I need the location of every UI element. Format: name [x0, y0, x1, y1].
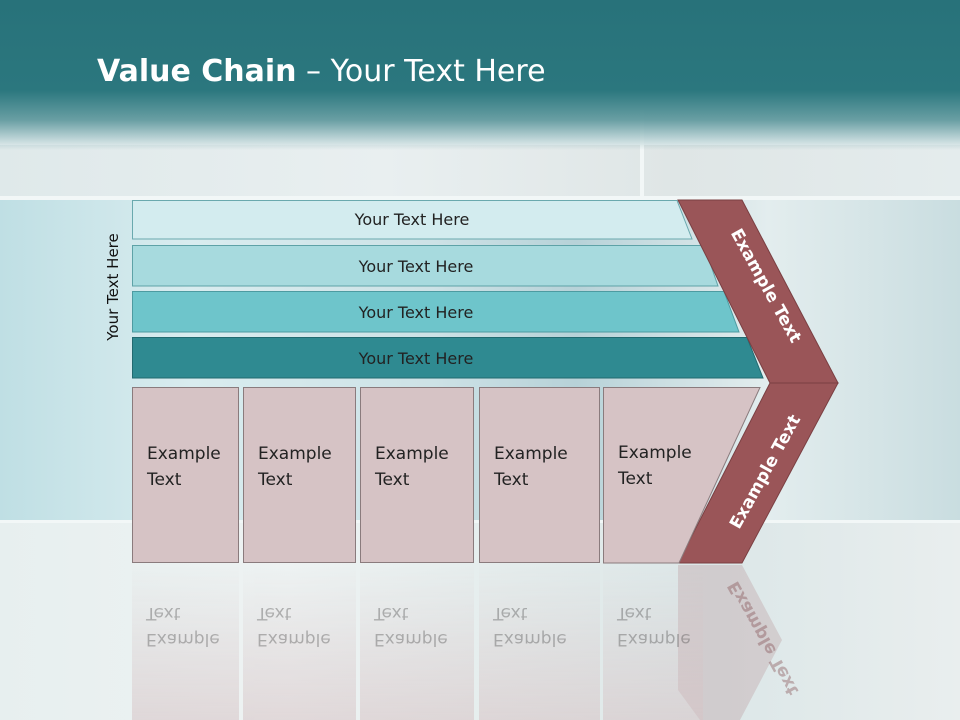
column-label-line2: Text	[258, 470, 293, 490]
arrow-lower-band	[677, 382, 839, 564]
column-label-line1: Example	[494, 444, 568, 464]
activity-column: Example Text	[360, 387, 474, 563]
bar-shape	[132, 291, 740, 333]
photo-divider	[0, 196, 960, 200]
arrow-reflection	[678, 565, 782, 720]
bar-label: Your Text Here	[358, 302, 474, 322]
column-label-line1: Example	[375, 444, 449, 464]
column-label-line1: Example	[258, 444, 332, 464]
bar-shape	[132, 200, 693, 240]
bar-shape	[132, 245, 719, 287]
title-bar: Value Chain – Your Text Here	[0, 0, 960, 150]
column-label-line1: Example	[147, 444, 221, 464]
activity-column: Example Text	[243, 387, 356, 563]
photo-divider	[640, 110, 644, 200]
column-label-line2: Text	[618, 469, 653, 489]
column-label-line1: Example	[618, 443, 692, 463]
activity-column: Example Text	[479, 387, 600, 563]
column-label-line2: Text	[375, 470, 410, 490]
activity-column: Example Text	[603, 387, 713, 563]
bar-label: Your Text Here	[354, 209, 470, 229]
column-label-line2: Text	[494, 470, 529, 490]
background-photo	[0, 145, 960, 200]
column-label-line2: Text	[147, 470, 182, 490]
bar-shape	[132, 337, 764, 379]
slide-title: Value Chain – Your Text Here	[97, 54, 546, 89]
activity-column: Example Text	[132, 387, 239, 563]
bar-label: Your Text Here	[358, 256, 474, 276]
bar-label: Your Text Here	[358, 348, 474, 368]
